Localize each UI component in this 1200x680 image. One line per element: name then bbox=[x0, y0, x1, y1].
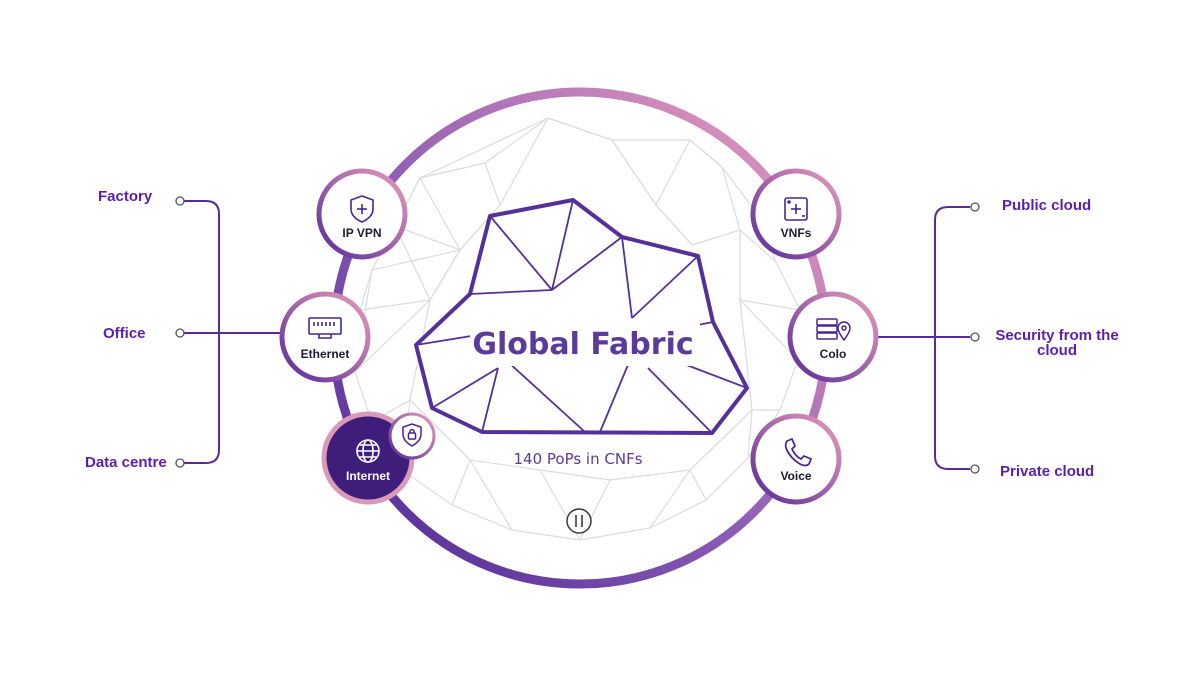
endpoint-private-cloud: Private cloud bbox=[1000, 463, 1095, 480]
vnf-chip-icon bbox=[784, 197, 808, 221]
public-cloud-connector-dot bbox=[970, 202, 980, 212]
node-colo[interactable]: Colo bbox=[787, 291, 879, 383]
node-voice-label: Voice bbox=[780, 469, 811, 483]
node-ip-vpn[interactable]: IP VPN bbox=[316, 168, 408, 260]
endpoint-public-cloud: Public cloud bbox=[1002, 197, 1092, 214]
pause-button[interactable] bbox=[566, 508, 592, 534]
fabric-subtitle: 140 PoPs in CNFs bbox=[513, 450, 642, 468]
shield-lock-icon bbox=[402, 423, 422, 447]
private-cloud-connector-dot bbox=[970, 464, 980, 474]
ethernet-port-icon bbox=[308, 317, 342, 339]
endpoint-data-centre: Data centre bbox=[85, 454, 167, 471]
node-vnfs-label: VNFs bbox=[781, 226, 812, 240]
endpoint-factory: Factory bbox=[98, 188, 153, 205]
fabric-core-shape bbox=[414, 198, 749, 435]
node-ethernet[interactable]: Ethernet bbox=[279, 291, 371, 383]
endpoint-office: Office bbox=[103, 325, 146, 342]
globe-icon bbox=[356, 439, 380, 463]
pause-icon bbox=[575, 515, 583, 527]
factory-connector-dot bbox=[175, 196, 185, 206]
left-connector bbox=[184, 200, 282, 464]
endpoint-security-from-the-cloud: Security from the cloud bbox=[995, 327, 1119, 359]
office-connector-dot bbox=[175, 328, 185, 338]
right-connector bbox=[878, 206, 970, 470]
shield-plus-icon bbox=[350, 195, 374, 223]
node-vnfs[interactable]: VNFs bbox=[750, 168, 842, 260]
node-internet-label: Internet bbox=[346, 469, 390, 483]
node-ip-vpn-label: IP VPN bbox=[342, 226, 381, 240]
fabric-title: Global Fabric bbox=[472, 327, 693, 362]
data-centre-connector-dot bbox=[175, 458, 185, 468]
node-voice[interactable]: Voice bbox=[750, 413, 842, 505]
server-location-icon bbox=[816, 318, 851, 342]
phone-icon bbox=[784, 437, 813, 467]
security-cloud-connector-dot bbox=[970, 332, 980, 342]
node-colo-label: Colo bbox=[820, 347, 847, 361]
node-ethernet-label: Ethernet bbox=[301, 347, 350, 361]
internet-security-badge[interactable] bbox=[388, 412, 436, 460]
